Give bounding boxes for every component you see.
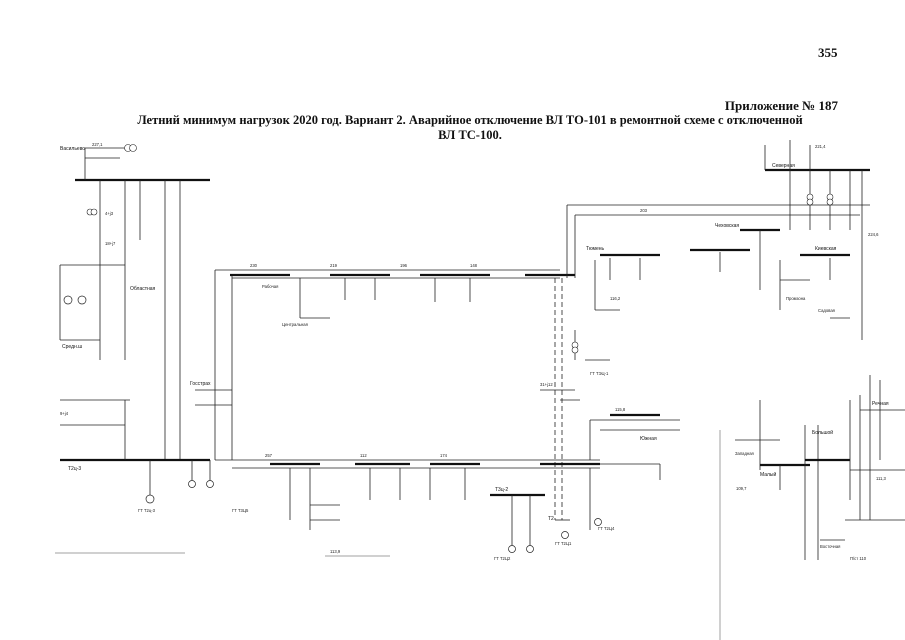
flow-label: 257 [265, 453, 273, 458]
node-label: Васильево [60, 146, 85, 152]
flow-label: 196 [400, 263, 408, 268]
flow-label: 112 [360, 453, 367, 458]
node-label: Восточная [820, 544, 840, 549]
right-mid-group: Тюмень 203 ГТ ТЭЦ-1 116,2 Чеховская Пром… [566, 204, 870, 376]
node-label: ГТ Т3Ц5 [232, 508, 249, 513]
node-label: Рабочая [262, 284, 278, 289]
transformer-icon [826, 198, 834, 206]
node-label: Киевская [815, 246, 837, 252]
node-label: Областная [130, 286, 156, 292]
node-label: Речная [872, 401, 889, 407]
page-title: Летний минимум нагрузок 2020 год. Вариан… [100, 113, 840, 143]
generator-icon [188, 480, 196, 488]
flow-label: 224,6 [868, 232, 879, 237]
generator-icon [145, 494, 155, 504]
transformer-icon [571, 346, 579, 354]
node-label: Северная [772, 163, 795, 169]
top-right-group: Северная 221,4 224,6 [764, 140, 879, 340]
node-label: ГТ Т2ц-3 [138, 508, 156, 513]
flow-label: 227,1 [92, 142, 103, 147]
flow-label: 4+j3 [105, 211, 114, 216]
flow-label: 9+j4 [60, 411, 69, 416]
node-label: ГТ ТЭЦ-1 [590, 371, 609, 376]
flow-label: 221,4 [815, 144, 826, 149]
node-label: Западная [735, 451, 754, 456]
flow-label: 31+j12 [540, 382, 553, 387]
title-line-2: ВЛ ТС-100. [438, 128, 502, 142]
node-label: Чеховская [715, 223, 739, 229]
node-label: Малый [760, 471, 777, 478]
bottom-right-group: Малый 109,7 Большой Речная 111,3 Восточн… [719, 375, 905, 640]
generator-icon [594, 518, 602, 526]
flow-label: 148 [470, 263, 478, 268]
generator-icon [63, 295, 73, 305]
flow-label: 113,9 [330, 549, 341, 554]
flow-label: 116,2 [610, 296, 621, 301]
node-label: ГТ Т2Ц1 [555, 541, 572, 546]
node-label: Промзона [786, 296, 806, 301]
page-number: 355 [818, 45, 838, 60]
flow-label: 174 [440, 453, 448, 458]
title-line-1: Летний минимум нагрузок 2020 год. Вариан… [137, 113, 803, 127]
node-label: Центральная [282, 322, 308, 327]
transformer-icon [90, 208, 98, 216]
node-label: ГТ Т2Ц4 [598, 526, 615, 531]
generator-icon [561, 531, 569, 539]
appendix-label: Приложение № 187 [724, 98, 838, 113]
generator-icon [526, 545, 534, 553]
node-label: Тюмень [586, 246, 605, 252]
flow-label: 230 [250, 263, 258, 268]
flow-label: 219 [330, 263, 338, 268]
flow-label: 203 [640, 208, 648, 213]
node-label: Т3ц-2 [495, 487, 508, 493]
transformer-icon [806, 198, 814, 206]
flow-label: 115,8 [615, 407, 626, 412]
node-label: ГТ Т2Ц2 [494, 556, 511, 561]
node-label: Большой [812, 429, 833, 436]
flow-label: 111,3 [876, 476, 887, 481]
node-label: Средн.ш [62, 344, 82, 350]
left-substation-group: Васильево 227,1 4+j3 18+j7 Средн.ш Облас… [59, 142, 214, 513]
node-label: Южная [640, 436, 657, 442]
transformer-icon [129, 144, 137, 152]
generator-icon [77, 295, 87, 305]
generator-icon [206, 480, 214, 488]
central-ring-group: 230 219 196 148 Рабочая Центральная Госс… [190, 263, 680, 561]
node-label: Т2ц-3 [68, 466, 81, 472]
node-label: Госстрах [190, 381, 211, 387]
generator-icon [508, 545, 516, 553]
node-label: П/ст 110 [850, 556, 867, 561]
node-label: Садовая [818, 308, 835, 313]
flow-label: 109,7 [736, 486, 747, 491]
node-label: Т2 [548, 516, 554, 522]
flow-label: 18+j7 [105, 241, 116, 246]
